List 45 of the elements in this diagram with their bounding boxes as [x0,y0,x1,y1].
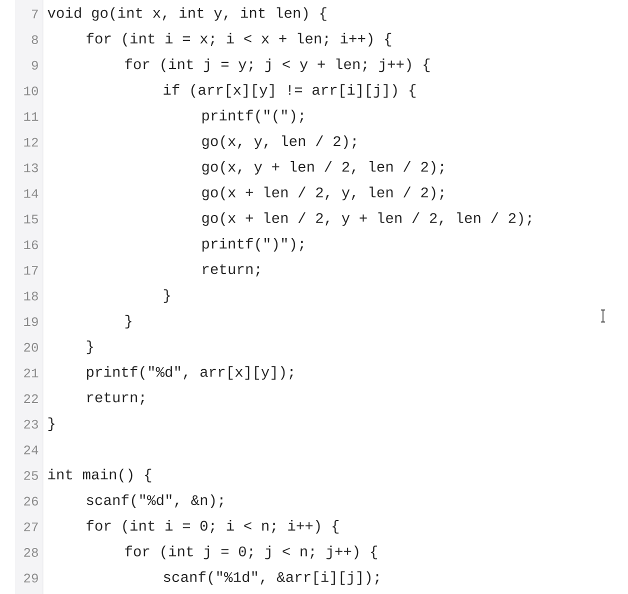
code-line: scanf("%1d", &arr[i][j]); [164,571,379,585]
code-line: for (int j = y; j < y + len; j++) { [125,58,430,72]
line-number: 25 [24,471,38,480]
code-line: go(x + len / 2, y + len / 2, len / 2); [202,212,531,226]
code-line: scanf("%d", &n); [86,494,223,508]
line-number: 24 [24,446,38,454]
line-number: 12 [24,138,38,147]
line-number: 10 [24,86,38,96]
code-line: if (arr[x][y] != arr[i][j]) { [164,84,416,98]
code-line: printf("%d", arr[x][y]); [86,366,293,380]
line-number: 18 [24,292,38,300]
code-line: printf(")"); [202,238,304,252]
line-number: 22 [24,394,38,403]
code-line: return; [87,392,144,405]
code-line: for (int j = 0; j < n; j++) { [125,546,378,560]
line-number: 11 [24,112,38,121]
code-line: return; [202,264,260,277]
line-number: 27 [24,522,38,532]
line-number: 13 [24,163,38,172]
line-number: 21 [24,368,38,378]
code-line: } [164,289,170,303]
line-number: 7 [32,10,38,18]
code-line: } [48,417,54,432]
line-number: 23 [24,420,38,429]
code-line: int main() { [48,468,152,482]
line-number: 29 [24,574,38,582]
code-line: } [86,340,93,354]
line-number: 26 [24,496,38,506]
line-number: 16 [24,240,38,250]
line-number: 20 [24,342,38,352]
code-line: for (int i = x; i < x + len; i++) { [86,32,392,46]
line-number: 19 [24,317,38,326]
line-number: 15 [24,214,38,224]
code-line: go(x + len / 2, y, len / 2); [202,186,444,200]
line-number: 9 [32,60,38,70]
code-line: printf("("); [202,110,304,124]
line-number: 14 [24,189,38,198]
code-line: go(x, y, len / 2); [202,135,356,149]
code-line: go(x, y + len / 2, len / 2); [202,161,444,175]
code-line: for (int i = 0; i < n; i++) { [86,520,339,534]
line-number: 8 [32,35,38,44]
code-line: void go(int x, int y, int len) { [48,7,326,21]
line-number: 28 [24,548,38,557]
line-number: 17 [24,266,38,275]
code-line: } [125,314,132,328]
